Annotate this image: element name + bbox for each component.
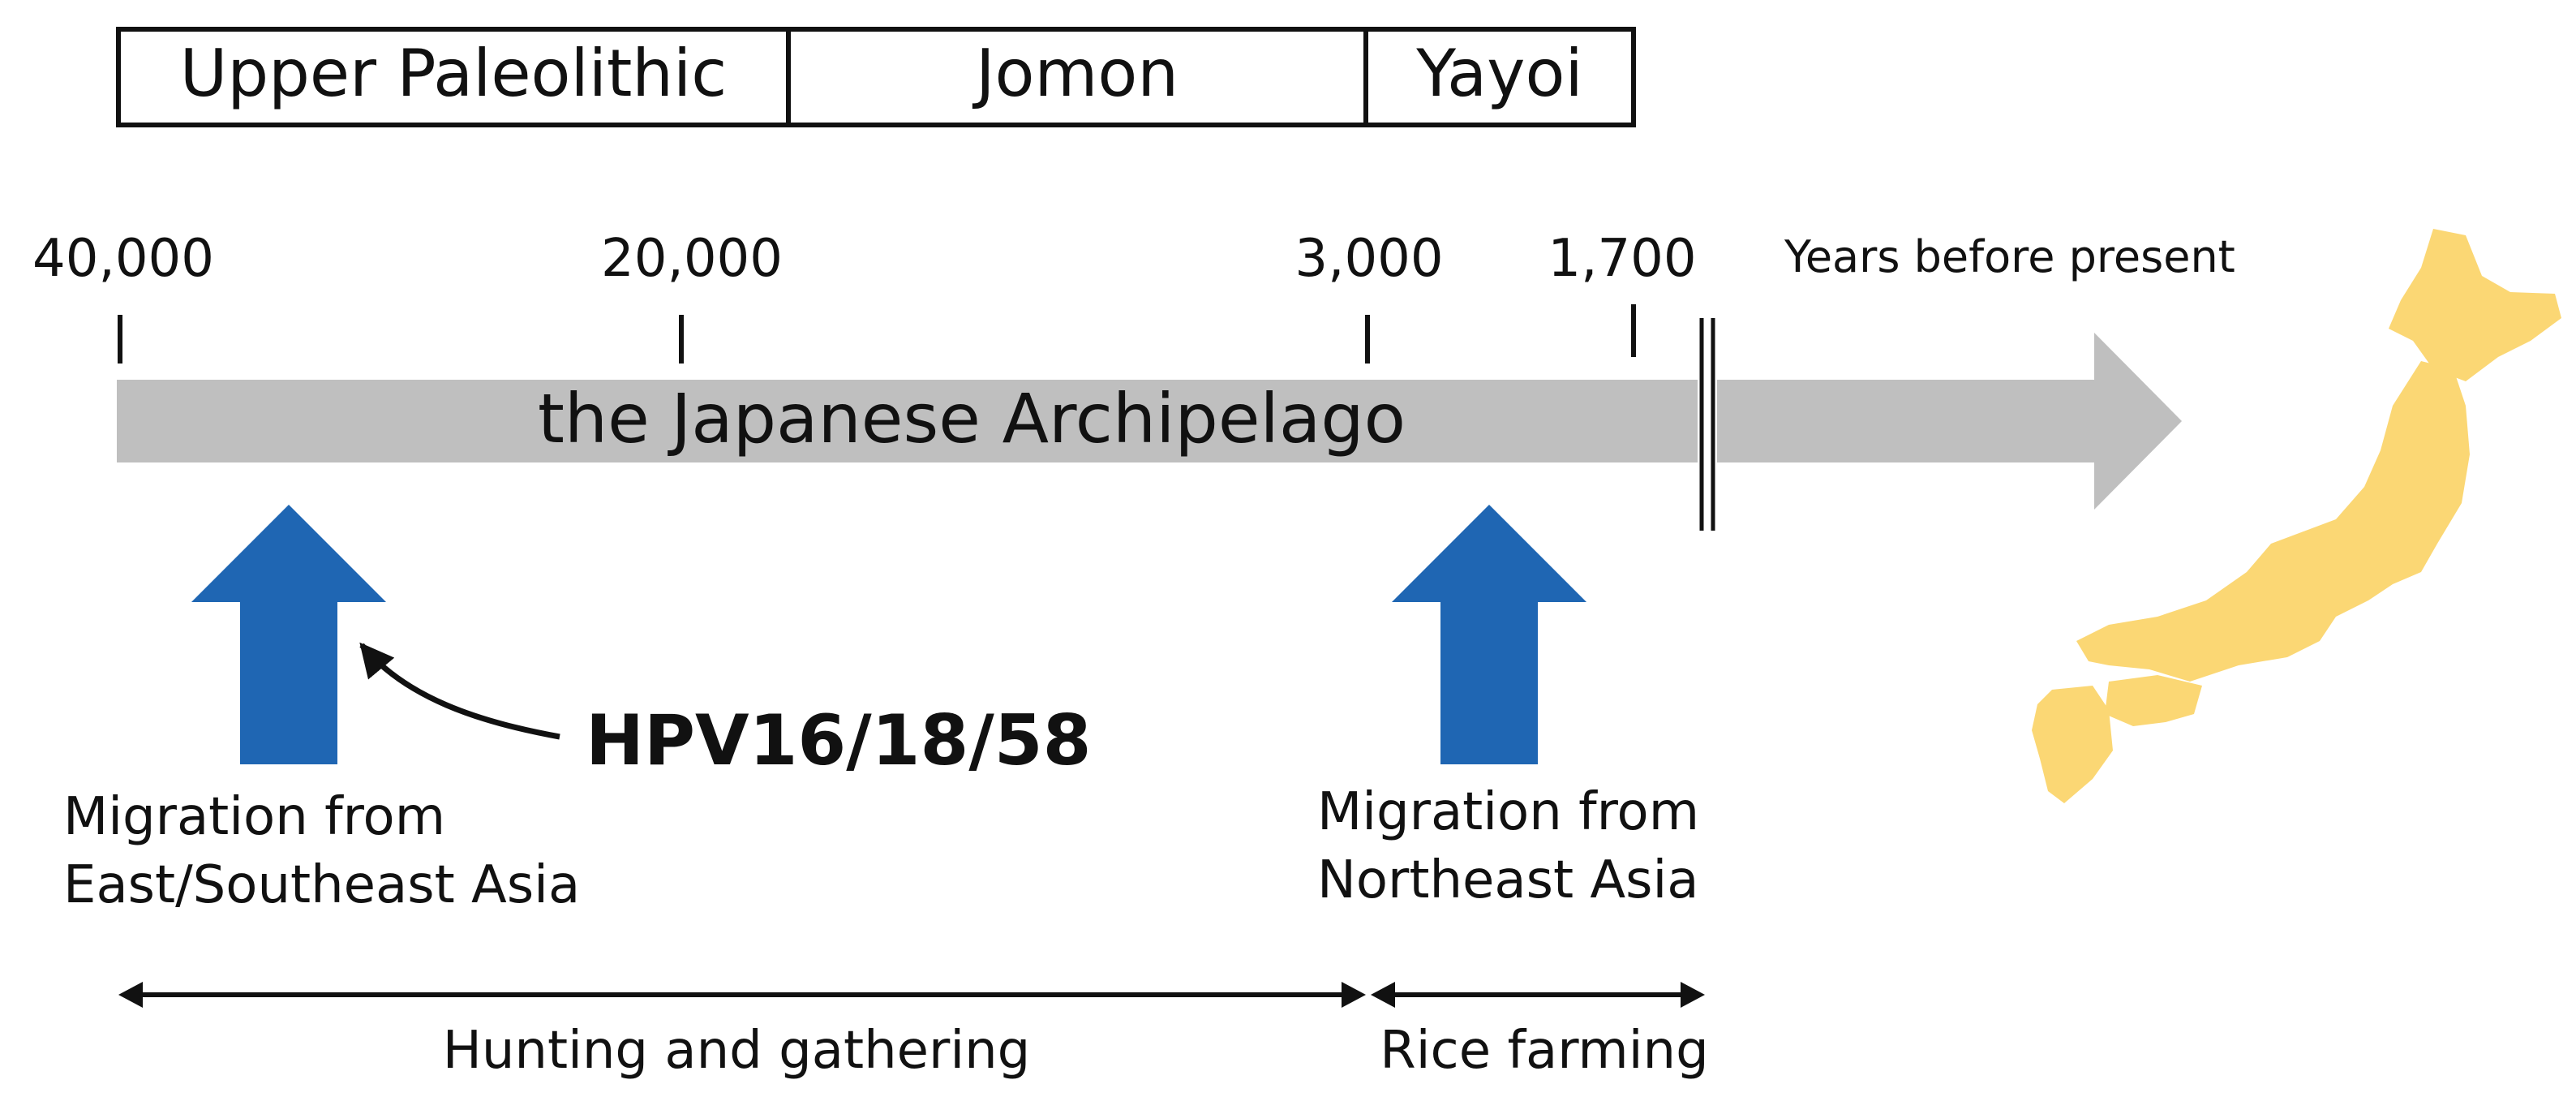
migration-arrow-east-southeast-asia — [191, 505, 386, 764]
migration-label-northeast-asia-line1: Migration from — [1317, 782, 1699, 842]
tick-label-20000: 20,000 — [601, 229, 783, 289]
map-kyushu — [2032, 686, 2113, 803]
period-label-upper-paleolithic: Upper Paleolithic — [180, 36, 727, 111]
map-shikoku — [2105, 675, 2202, 726]
tick-marks — [118, 304, 1636, 364]
hunting-gathering-label: Hunting and gathering — [443, 1021, 1031, 1081]
timeline-arrow — [117, 333, 2182, 510]
span-hunting-gathering-left-head — [118, 982, 143, 1008]
period-box-upper-paleolithic — [116, 27, 791, 127]
archipelago-label: the Japanese Archipelago — [538, 379, 1406, 458]
lifestyle-spans — [118, 982, 1705, 1008]
map-hokkaido — [2389, 229, 2561, 381]
years-before-present-label: Years before present — [1784, 231, 2235, 282]
migration-label-east-southeast-asia-line2: East/Southeast Asia — [63, 855, 580, 915]
span-rice-farming-right-head — [1681, 982, 1705, 1008]
rice-farming-label: Rice farming — [1380, 1021, 1708, 1081]
span-hunting-gathering-right-head — [1342, 982, 1366, 1008]
axis-break — [1698, 318, 1717, 531]
tick-label-40000: 40,000 — [32, 229, 214, 289]
period-bar: Upper Paleolithic Jomon Yayoi — [116, 27, 1636, 127]
hpv-label: HPV16/18/58 — [586, 700, 1091, 781]
period-box-yayoi — [1363, 27, 1636, 127]
hpv-curve-arrow — [359, 642, 560, 740]
period-label-yayoi: Yayoi — [1415, 36, 1582, 111]
migration-label-northeast-asia-line2: Northeast Asia — [1317, 850, 1699, 910]
span-rice-farming-left-head — [1371, 982, 1395, 1008]
period-label-jomon: Jomon — [972, 36, 1179, 111]
tick-labels: 40,000 20,000 3,000 1,700 Years before p… — [32, 229, 2235, 289]
period-box-jomon — [786, 27, 1368, 127]
tick-label-3000: 3,000 — [1294, 229, 1443, 289]
migration-arrow-northeast-asia — [1392, 505, 1586, 764]
migration-label-east-southeast-asia-line1: Migration from — [63, 787, 445, 847]
tick-label-1700: 1,700 — [1548, 229, 1696, 289]
japan-map — [2032, 229, 2561, 803]
map-honshu — [2076, 361, 2470, 682]
